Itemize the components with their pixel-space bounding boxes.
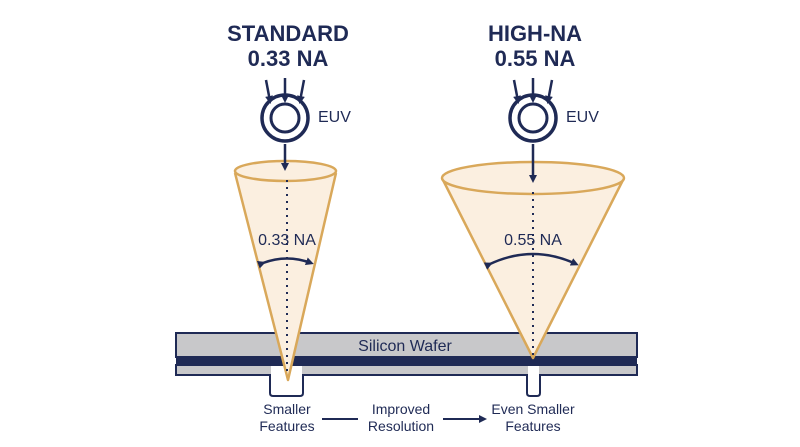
high-na-title-line1: HIGH-NA (488, 21, 582, 46)
standard-euv-source-icon (260, 78, 310, 171)
wafer-label: Silicon Wafer (358, 338, 452, 355)
silicon-wafer (175, 332, 638, 376)
high-na-title-line2: 0.55 NA (495, 46, 576, 71)
high-na-euv-source-icon (508, 78, 558, 183)
improved-resolution-line1: Improved (372, 401, 430, 417)
smaller-features-line1: Smaller (263, 401, 311, 417)
even-smaller-features-line2: Features (505, 418, 560, 434)
smaller-features-line2: Features (259, 418, 314, 434)
high-na-na-label: 0.55 NA (504, 232, 562, 249)
even-smaller-features-line1: Even Smaller (491, 401, 575, 417)
high-na-angle-arc (483, 252, 579, 270)
standard-title-line1: STANDARD (227, 21, 349, 46)
high-na-light-cone (440, 160, 626, 360)
standard-angle-arc (256, 257, 314, 269)
feature-trench-high-na (526, 366, 541, 397)
high-na-euv-label: EUV (566, 109, 599, 126)
standard-title-line2: 0.33 NA (248, 46, 329, 71)
standard-euv-label: EUV (318, 109, 351, 126)
improved-resolution-line2: Resolution (368, 418, 434, 434)
standard-na-label: 0.33 NA (258, 232, 316, 249)
